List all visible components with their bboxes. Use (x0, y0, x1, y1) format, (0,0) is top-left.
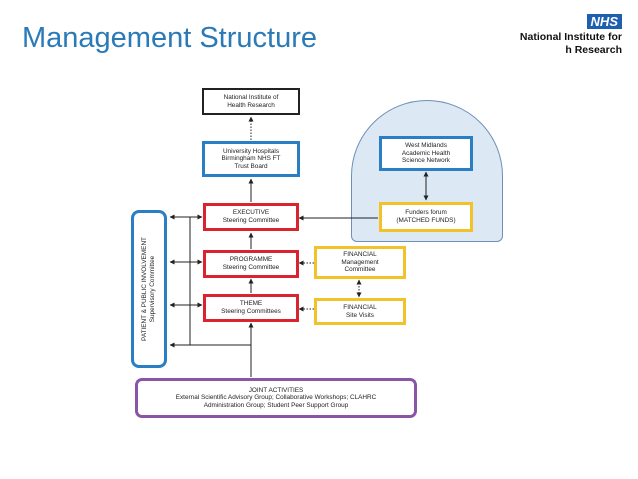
uhb-trust-board-box: University Hospitals Birmingham NHS FT T… (202, 141, 300, 177)
wmahsn-line-1: West Midlands (405, 142, 447, 150)
ppi-text: PATIENT & PUBLIC INVOLVEMENT Supervisory… (141, 237, 157, 341)
theme-line-1: THEME (239, 300, 263, 308)
programme-line-2: Steering Committee (222, 264, 280, 271)
executive-line-2: Steering Committee (222, 217, 280, 224)
financial-mgmt-line-1: FINANCIAL (343, 251, 377, 259)
theme-line-2: Steering Committees (221, 308, 281, 315)
executive-line-1: EXECUTIVE (232, 209, 270, 217)
ppi-line-1: PATIENT & PUBLIC INVOLVEMENT (141, 237, 148, 341)
joint-activities-box: JOINT ACTIVITIES External Scientific Adv… (135, 378, 417, 418)
wmahsn-line-2: Academic Health (401, 149, 451, 157)
nihr-box: National Institute of Health Research (202, 88, 300, 115)
joint-line-1: JOINT ACTIVITIES (248, 386, 304, 394)
nhs-logo-badge: NHS (586, 14, 622, 29)
executive-committee-box: EXECUTIVE Steering Committee (203, 203, 299, 231)
nihr-line-1: National Institute of (223, 93, 279, 101)
financial-mgmt-line-3: Committee (344, 266, 376, 274)
logo-line-1: National Institute for (519, 31, 622, 43)
financial-management-box: FINANCIAL Management Committee (314, 246, 406, 279)
page-title: Management Structure (22, 22, 317, 54)
wmahsn-box: West Midlands Academic Health Science Ne… (379, 136, 473, 171)
funders-forum-box: Funders forum (MATCHED FUNDS) (379, 202, 473, 232)
financial-visits-line-1: FINANCIAL (343, 303, 377, 311)
nihr-line-2: Health Research (227, 101, 275, 109)
logo-line-2: h Research (565, 44, 622, 56)
financial-site-visits-box: FINANCIAL Site Visits (314, 298, 406, 325)
joint-line-2: External Scientific Advisory Group; Coll… (175, 394, 377, 402)
nihr-logo: NHS National Institute for h Research (502, 14, 622, 56)
uhb-line-1: University Hospitals (222, 147, 280, 155)
uhb-line-3: Trust Board (234, 162, 268, 170)
theme-committees-box: THEME Steering Committees (203, 294, 299, 322)
funders-line-1: Funders forum (405, 209, 447, 217)
programme-line-1: PROGRAMME (229, 256, 273, 264)
ppi-supervisory-box: PATIENT & PUBLIC INVOLVEMENT Supervisory… (131, 210, 167, 368)
ppi-line-2: Supervisory Committee (149, 255, 156, 323)
uhb-line-2: Birmingham NHS FT (221, 155, 281, 163)
joint-line-3: Administration Group; Student Peer Suppo… (203, 401, 349, 409)
programme-committee-box: PROGRAMME Steering Committee (203, 250, 299, 278)
funders-line-2: (MATCHED FUNDS) (396, 217, 456, 224)
wmahsn-line-3: Science Network (402, 157, 450, 165)
financial-mgmt-line-2: Management (341, 258, 379, 266)
financial-visits-line-2: Site Visits (346, 311, 374, 319)
